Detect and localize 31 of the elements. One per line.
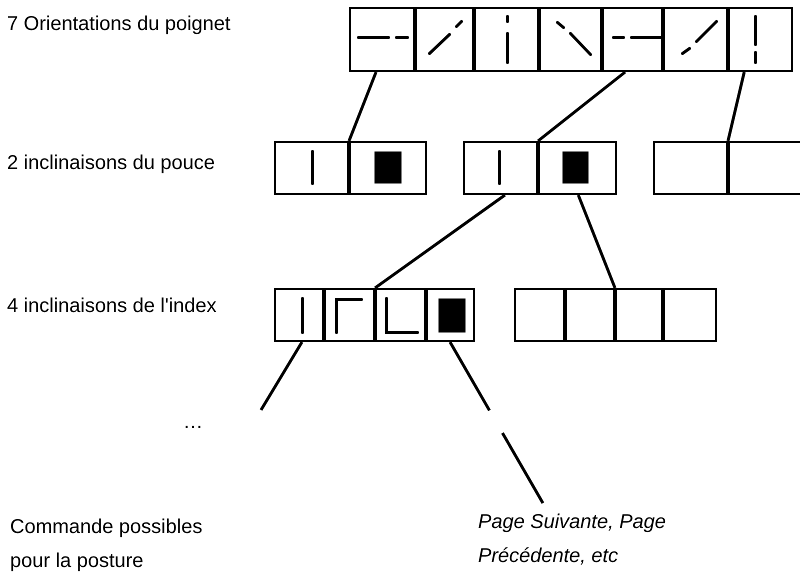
picture-cell: [538, 141, 617, 195]
picture-cell: [349, 141, 427, 195]
picture-cell: [602, 7, 663, 72]
connector-line: [348, 71, 378, 142]
ellipsis: …: [183, 410, 204, 435]
empty-cell: [615, 288, 663, 342]
picture-cell: [539, 7, 602, 72]
picture-cell: [274, 288, 324, 342]
row-label: 4 inclinaisons de l'index: [7, 294, 218, 319]
picture-cell: [349, 7, 415, 72]
empty-cell: [565, 288, 615, 342]
connector-line: [537, 70, 626, 142]
connector-line: [374, 194, 506, 290]
picture-cell: [274, 141, 349, 195]
picture-cell: [728, 7, 793, 72]
empty-cell: [514, 288, 565, 342]
command-text: Page Suivante, Page Précédente, etc: [478, 505, 778, 573]
picture-cell: [324, 288, 375, 342]
connector-line: [448, 341, 546, 506]
picture-cell: [375, 288, 426, 342]
row-label: 7 Orientations du poignet: [7, 12, 232, 37]
connector-line: [576, 194, 616, 289]
connector-line: [726, 72, 746, 142]
picture-cell: [663, 7, 728, 72]
caption-text: Commande possibles pour la posture: [10, 515, 204, 574]
picture-cell: [415, 7, 474, 72]
picture-cell: [463, 141, 538, 195]
row-label: 2 inclinaisons du pouce: [7, 151, 216, 176]
picture-cell: [426, 288, 475, 342]
connector-line: [260, 341, 304, 411]
picture-cell: [474, 7, 539, 72]
